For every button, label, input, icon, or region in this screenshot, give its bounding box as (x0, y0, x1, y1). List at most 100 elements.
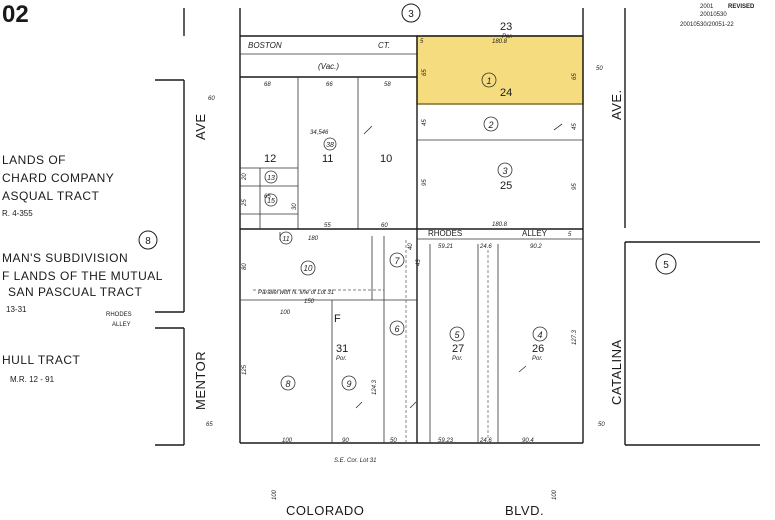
dim-66: 66 (326, 82, 333, 88)
block-5-label: 5 (663, 260, 669, 271)
dim-24-6b: 24.6 (479, 438, 492, 444)
dim-59-23: 59.23 (438, 438, 454, 444)
dim-100a: 100 (280, 310, 291, 316)
dim-25: 25 (242, 199, 248, 207)
dim-68: 68 (264, 82, 271, 88)
dim-20: 20 (242, 173, 248, 181)
dim-30: 30 (292, 203, 298, 210)
dim-65: 65 (422, 69, 428, 76)
page-number: 02 (2, 1, 29, 28)
parcel-4[interactable]: 4 (532, 326, 548, 342)
tract-lands-of: LANDS OF (2, 153, 66, 167)
parcel-13[interactable]: 13 (264, 170, 278, 184)
lot-10-top: 10 (380, 153, 392, 165)
parcel-7[interactable]: 7 (389, 252, 405, 268)
parcel-9-label: 9 (346, 379, 351, 389)
parcel-9[interactable]: 9 (341, 375, 357, 391)
block-8-label: 8 (145, 236, 151, 247)
tract-ref-13-31: 13-31 (6, 305, 27, 314)
parcel-5[interactable]: 5 (449, 326, 465, 342)
dim-180-b: 180 (308, 236, 319, 242)
parcel-13-label: 13 (267, 175, 275, 182)
parcel-6[interactable]: 6 (389, 320, 405, 336)
parcel-1[interactable]: 1 (481, 72, 497, 88)
block-8-circle (138, 230, 158, 250)
note-por-23: Por. (502, 34, 513, 40)
street-catalina: CATALINA (609, 339, 624, 405)
note-area: 34,546 (310, 130, 329, 136)
street-rhodes-alley-west: ALLEY (112, 322, 131, 328)
parcel-3-label: 3 (502, 166, 507, 176)
parcel-4-label: 4 (537, 330, 542, 340)
street-blvd: BLVD. (505, 503, 544, 518)
parcel-11-label: 11 (282, 236, 289, 243)
note-por-26: Por. (532, 356, 543, 362)
parcel-38[interactable]: 38 (323, 137, 337, 151)
lot-27: 27 (452, 343, 464, 355)
dim-127-3: 127.3 (572, 329, 578, 345)
lot-12: 12 (264, 153, 276, 165)
dim-80: 80 (242, 263, 248, 270)
tract-mr-4-355: R. 4-355 (2, 209, 33, 218)
lot-F: F (334, 313, 341, 325)
tract-san-pascual: SAN PASCUAL TRACT (8, 285, 142, 299)
street-rhodes-west: RHODES (106, 312, 132, 318)
lot-11: 11 (322, 153, 333, 165)
dim-50-bottom: 50 (598, 422, 605, 428)
street-boston: BOSTON (248, 41, 282, 50)
dim-150: 150 (304, 299, 315, 305)
street-boston-ct: CT. (378, 41, 390, 50)
street-rhodes: RHODES (428, 229, 462, 238)
parcel-6-label: 6 (394, 324, 399, 334)
parcel-8-label: 8 (285, 379, 290, 389)
dim-58: 58 (384, 82, 391, 88)
parcel-8[interactable]: 8 (280, 375, 296, 391)
dim-90-4: 90.4 (522, 438, 534, 444)
tract-mr-12-91: M.R. 12 - 91 (10, 375, 55, 384)
dim-95-r: 95 (572, 183, 578, 190)
dim-55: 55 (324, 223, 331, 229)
dim-43: 43 (416, 259, 422, 266)
tract-pasqual: ASQUAL TRACT (2, 189, 100, 203)
dim-100-r: 100 (552, 489, 558, 500)
dim-60: 60 (381, 223, 388, 229)
lot-24: 24 (500, 87, 512, 99)
dim-90: 90 (342, 438, 349, 444)
dim-100b: 100 (282, 438, 293, 444)
dim-24-6a: 24.6 (479, 244, 492, 250)
parcel-3[interactable]: 3 (497, 162, 513, 178)
dim-45: 45 (422, 119, 428, 126)
parcel-11[interactable]: 11 (279, 231, 293, 245)
stamp-line-3: 20010530 (700, 12, 727, 18)
parcel-5-label: 5 (454, 330, 460, 340)
lot-23: 23 (500, 21, 512, 33)
block-5-circle (655, 253, 677, 275)
parcel-10[interactable]: 10 (300, 260, 316, 276)
dim-40: 40 (408, 243, 414, 250)
dim-180-top: 180.8 (492, 39, 508, 45)
parcel-1-label: 1 (486, 76, 491, 86)
street-mentor: MENTOR (193, 351, 208, 410)
dim-50-right: 50 (596, 66, 603, 72)
highlighted-parcel-1[interactable] (416, 35, 584, 105)
stamp-line-2: 2001 (700, 4, 714, 10)
street-rhodes-alley: ALLEY (522, 229, 548, 238)
parcel-38-label: 38 (326, 142, 334, 149)
parcel-2-label: 2 (487, 120, 493, 130)
parcel-15-label: 15 (267, 198, 275, 205)
tract-mans-subdivision: MAN'S SUBDIVISION (2, 251, 128, 265)
lot-25: 25 (500, 180, 512, 192)
note-parallel: Parallel with N. line of Lot 31 (258, 290, 334, 296)
parcel-15[interactable]: 15 (264, 193, 278, 207)
dim-125: 125 (242, 364, 248, 375)
stamp-line-1: REVISED (728, 4, 755, 10)
dim-59-21: 59.21 (438, 244, 453, 250)
lot-26: 26 (532, 343, 544, 355)
dimension-labels: 180.8 180.8 180 150 100 100 5 5 68 66 58… (206, 39, 605, 500)
parcel-2[interactable]: 2 (483, 116, 499, 132)
street-mentor-ave: AVE (193, 113, 208, 140)
parcel-7-label: 7 (394, 256, 400, 266)
dim-65-r: 65 (572, 73, 578, 80)
dim-5b: 5 (568, 232, 572, 238)
